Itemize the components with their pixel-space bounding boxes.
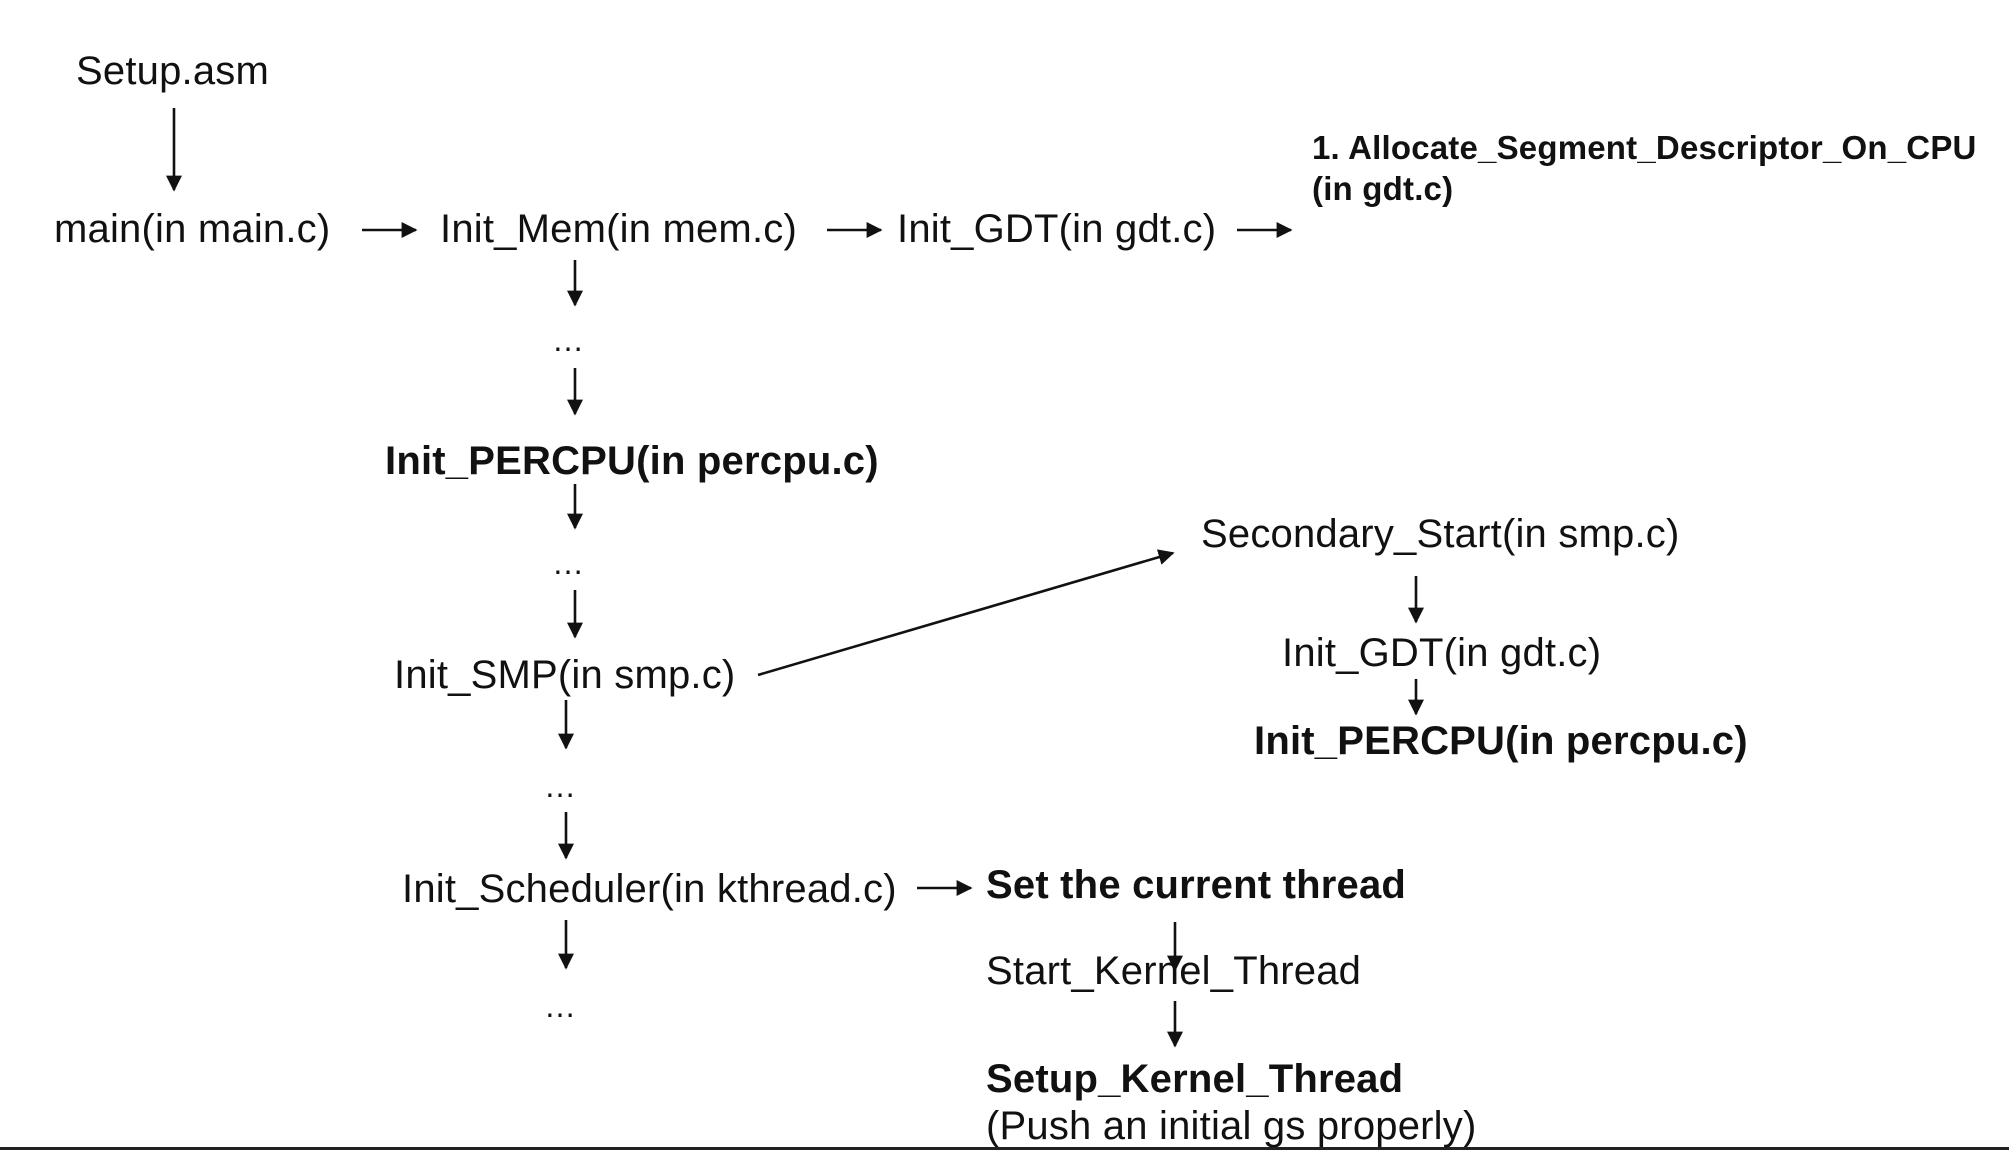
node-set-current-thread: Set the current thread (986, 863, 1407, 907)
node-init-gdt: Init_GDT(in gdt.c) (897, 207, 1217, 251)
allocate-line-2: (in gdt.c) (1312, 170, 1454, 208)
node-ellipsis-2: … (552, 545, 587, 581)
node-init-scheduler: Init_Scheduler(in kthread.c) (402, 867, 897, 911)
node-start-kernel-thread: Start_Kernel_Thread (986, 949, 1362, 993)
node-setup-kernel-thread: Setup_Kernel_Thread (986, 1057, 1404, 1101)
node-ellipsis-3: … (544, 768, 579, 804)
allocate-line-1: 1. Allocate_Segment_Descriptor_On_CPU (1312, 129, 1977, 166)
push-note-after: properly) (1305, 1104, 1477, 1148)
node-init-percpu: Init_PERCPU(in percpu.c) (385, 439, 879, 483)
node-main: main(in main.c) (54, 207, 331, 251)
bottom-divider (0, 1147, 2009, 1150)
node-push-initial-gs-note: (Push an initial gs properly) (986, 1103, 1477, 1149)
node-init-percpu-2: Init_PERCPU(in percpu.c) (1254, 719, 1748, 763)
node-secondary-start: Secondary_Start(in smp.c) (1201, 512, 1680, 556)
push-note-before: (Push an initial (986, 1104, 1263, 1148)
node-setup-asm: Setup.asm (76, 49, 270, 93)
node-ellipsis-1: … (552, 322, 587, 358)
node-init-gdt-2: Init_GDT(in gdt.c) (1282, 631, 1602, 675)
node-init-smp: Init_SMP(in smp.c) (394, 653, 736, 697)
arrow-init-smp-to-secondary-start (757, 549, 1175, 677)
push-note-misspelled-word: gs (1262, 1104, 1306, 1148)
node-allocate-segment-descriptor: 1. Allocate_Segment_Descriptor_On_CPU (i… (1312, 127, 1977, 210)
node-init-mem: Init_Mem(in mem.c) (440, 207, 797, 251)
node-ellipsis-4: … (544, 988, 579, 1024)
